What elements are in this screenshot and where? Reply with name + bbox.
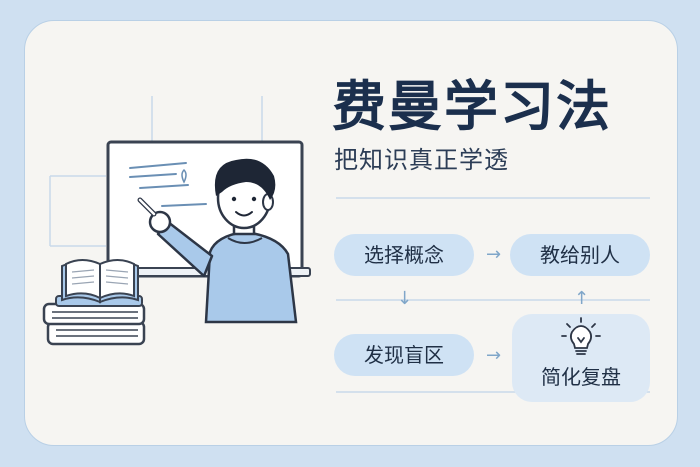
step-find-gaps: 发现盲区 — [334, 334, 474, 376]
open-book-icon — [61, 259, 139, 304]
arrow-right-icon: → — [486, 244, 502, 265]
arrow-down-icon: ↓ — [397, 288, 413, 309]
book-stack — [42, 295, 146, 346]
page-title: 费曼学习法 — [332, 75, 612, 138]
lightbulb-icon — [561, 317, 601, 355]
step-simplify-label: 简化复盘 — [541, 365, 621, 389]
step-teach-others: 教给别人 — [510, 234, 650, 276]
step-choose-concept: 选择概念 — [334, 234, 474, 276]
step-simplify-review: 简化复盘 — [512, 314, 650, 402]
page-subtitle: 把知识真正学透 — [334, 146, 509, 174]
person — [137, 158, 298, 324]
arrow-right-icon: → — [486, 345, 502, 366]
arrow-up-icon: ↑ — [574, 288, 590, 309]
